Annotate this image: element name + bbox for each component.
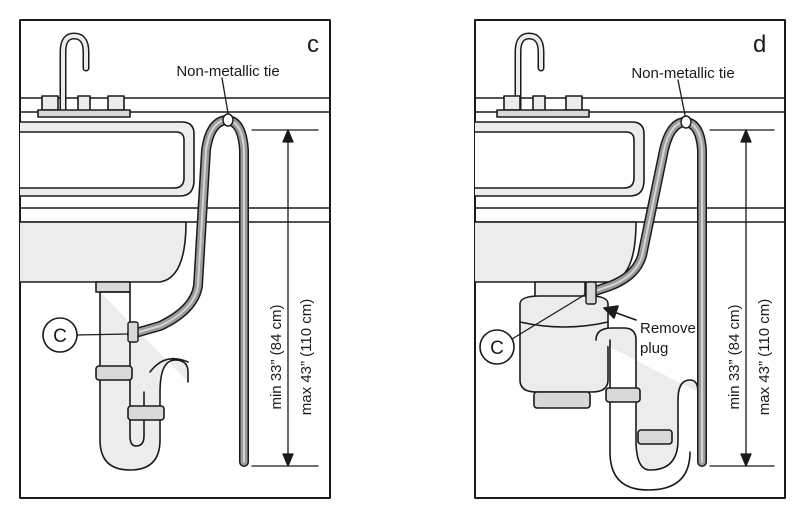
- panel-d-plug-label: plug: [640, 340, 668, 357]
- panel-d-dim-min: min 33” (84 cm): [726, 304, 743, 409]
- panel-c-callout-label: C: [53, 326, 67, 347]
- panel-c-letter: c: [307, 31, 319, 58]
- panel-d-letter: d: [753, 31, 766, 58]
- panel-d-tie-label: Non-metallic tie: [631, 65, 734, 82]
- panel-c-dimension: [251, 129, 319, 467]
- panel-d-tie-leader: [677, 79, 686, 116]
- panel-d-sink: [474, 121, 645, 283]
- panel-d-dim-max: max 43” (110 cm): [756, 299, 773, 415]
- panel-c-tie-leader: [221, 77, 229, 114]
- panel-d-remove-label: Remove: [640, 320, 696, 337]
- panel-c-drain-trap: [95, 281, 189, 471]
- panel-c-drain-hose: [127, 113, 249, 467]
- panel-c-tie-label: Non-metallic tie: [176, 63, 279, 80]
- panel-d-drain-trap: [595, 327, 699, 491]
- panel-d: C d Non-metallic tie Remove plug min 33”…: [474, 19, 786, 499]
- panel-d-remove-plug-arrow: [603, 305, 637, 321]
- panel-d-dimension: [709, 129, 775, 467]
- panel-c-sink: [19, 121, 195, 283]
- panel-c-callout-c: C: [42, 317, 129, 353]
- panel-c-dim-max: max 43” (110 cm): [298, 299, 315, 415]
- panel-d-callout-label: C: [490, 338, 504, 359]
- panel-d-drain-hose: [585, 115, 707, 467]
- panel-c-dim-min: min 33” (84 cm): [268, 304, 285, 409]
- panel-c-faucet: [37, 32, 131, 118]
- panel-d-callout-c: C: [479, 293, 587, 365]
- panel-c: C c Non-metallic tie min 33” (84 cm) max…: [19, 19, 331, 499]
- panel-d-faucet: [496, 32, 590, 118]
